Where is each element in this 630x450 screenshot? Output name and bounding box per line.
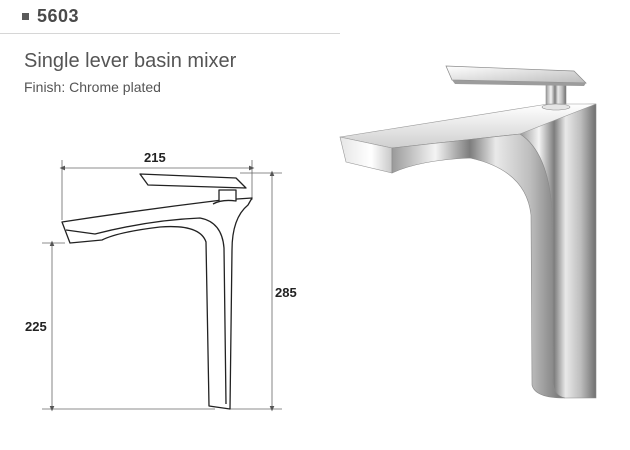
tap-product-image — [339, 65, 597, 399]
product-finish: Finish: Chrome plated — [24, 79, 161, 95]
square-bullet-icon — [22, 13, 29, 20]
tap-line-drawing — [61, 173, 253, 410]
product-code: 5603 — [37, 6, 80, 26]
dimension-lines — [42, 160, 282, 412]
header-divider — [0, 33, 340, 34]
dimension-spout-height-label: 225 — [25, 319, 47, 334]
product-header: 5603 — [22, 6, 79, 27]
dimension-height-label: 285 — [275, 285, 297, 300]
product-title: Single lever basin mixer — [24, 50, 237, 72]
dimension-width-label: 215 — [144, 150, 166, 165]
